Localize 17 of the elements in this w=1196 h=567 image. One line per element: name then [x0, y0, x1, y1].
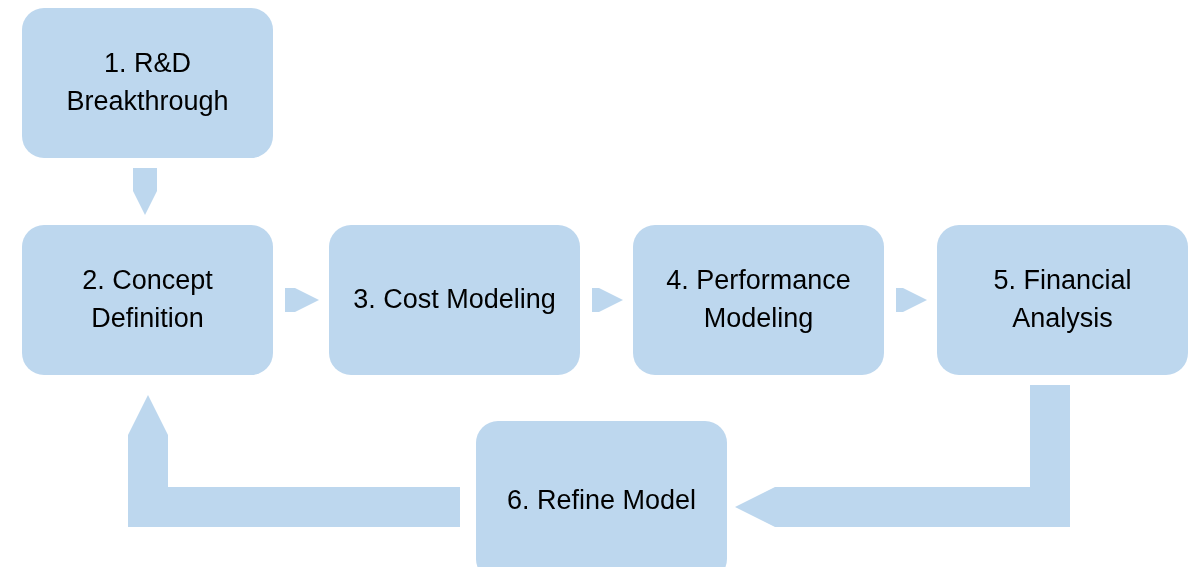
process-box — [22, 8, 273, 158]
step-label: 2. Concept Definition — [81, 264, 214, 335]
step-label: 6. Refine Model — [506, 484, 697, 518]
process-box — [329, 225, 580, 375]
step-label: 5. Financial Analysis — [992, 264, 1133, 335]
step-label: 1. R&D Breakthrough — [65, 47, 230, 118]
step-label: 3. Cost Modeling — [353, 283, 556, 317]
block-arrow — [285, 288, 319, 312]
process-box — [22, 225, 273, 375]
process-box — [633, 225, 884, 375]
block-arrow — [133, 168, 157, 215]
step-label: 4. Performance Modeling — [665, 264, 852, 335]
process-box — [937, 225, 1188, 375]
block-arrow — [592, 288, 623, 312]
block-arrow — [128, 395, 460, 527]
process-box — [476, 421, 727, 567]
block-arrow — [896, 288, 927, 312]
